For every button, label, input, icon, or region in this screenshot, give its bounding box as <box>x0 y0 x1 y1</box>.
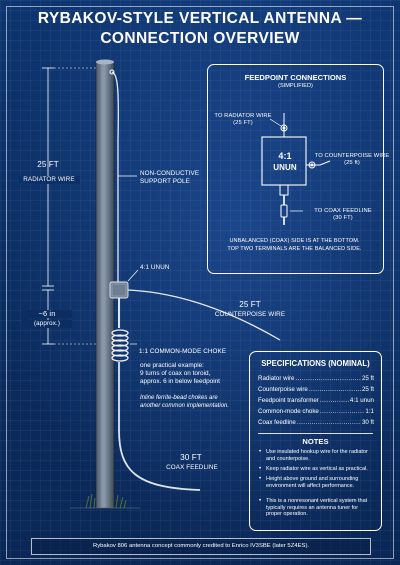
coax-feedline <box>118 362 201 491</box>
feedpoint-inset-drawing <box>261 113 331 225</box>
feedline-length-label: 30 ft <box>180 453 202 462</box>
to-counterpoise-label: TO COUNTERPOISE WIRE (25 ft) <box>314 153 390 166</box>
feedpoint-title: FEEDPOINT CONNECTIONS <box>244 73 347 82</box>
specs-title: SPECIFICATIONS (NOMINAL) <box>261 359 370 368</box>
unun-word-label: UNUN <box>273 163 297 172</box>
note-4: This is a nonresonant vertical system th… <box>266 498 368 518</box>
choke-example-text: one practical example: 9 turns of coax o… <box>140 362 220 385</box>
choke-label: 1:1 COMMON-MODE CHOKE <box>139 348 227 355</box>
bullet: • <box>259 449 262 455</box>
note-3: Height above ground and surrounding envi… <box>266 476 359 489</box>
bullet: • <box>259 498 262 504</box>
grass-tuft <box>85 493 127 509</box>
spec-row: Counterpoise wire25 ft <box>258 386 374 393</box>
to-radiator-label: TO RADIATOR WIRE (25 ft) <box>214 113 272 126</box>
counterpoise-wire-label: COUNTERPOISE WIRE <box>214 311 286 318</box>
spec-row: Feedpoint transformer4:1 unun <box>258 397 374 404</box>
feedpoint-connections-panel: FEEDPOINT CONNECTIONS (SIMPLIFIED) TO RA… <box>207 64 389 274</box>
feedpoint-note: UNBALANCED (COAX) SIDE IS AT THE BOTTOM.… <box>227 238 362 252</box>
feedpoint-subtitle: (SIMPLIFIED) <box>278 83 313 89</box>
support-pole <box>95 59 115 509</box>
spec-row: Radiator wire25 ft <box>258 375 374 382</box>
to-coax-label: TO COAX FEEDLINE (30 ft) <box>314 208 372 221</box>
spec-row: Common-mode choke1:1 <box>258 408 374 415</box>
unun-label: 4:1 UNUN <box>140 264 170 271</box>
divider <box>258 433 373 434</box>
title-line-1: RYBAKOV-STYLE VERTICAL ANTENNA — <box>37 10 363 27</box>
note-1: Use insulated hookup wire for the radiat… <box>266 449 368 462</box>
unun-box <box>109 281 129 299</box>
radiator-length-label: 25 ft <box>37 160 59 169</box>
feedline-label: COAX FEEDLINE <box>166 464 218 471</box>
support-pole-label: NON-CONDUCTIVE SUPPORT POLE <box>140 170 200 185</box>
choke-alternative-text: Inline ferrite-bead chokes are another c… <box>140 395 230 409</box>
counterpoise-wire <box>127 289 281 341</box>
unun-ratio-label: 4:1 <box>278 151 292 161</box>
specifications-panel: SPECIFICATIONS (NOMINAL) Radiator wire25… <box>249 351 382 531</box>
notes-title: NOTES <box>302 437 329 446</box>
choke-coil <box>111 329 129 362</box>
choke-gap-label: ~6 in <box>22 310 72 318</box>
note-2: Keep radiator wire as vertical as practi… <box>266 466 368 472</box>
counterpoise-length-label: 25 ft <box>239 300 261 309</box>
bullet: • <box>259 476 262 482</box>
spec-row: Coax feedline30 ft <box>258 419 374 426</box>
choke-gap-note: (approx.) <box>22 320 72 328</box>
page-frame <box>6 6 394 559</box>
bullet: • <box>259 466 262 472</box>
title-line-2: CONNECTION OVERVIEW <box>100 30 300 47</box>
leader-lines <box>118 175 139 345</box>
radiator-wire-label: RADIATOR WIRE <box>18 176 80 184</box>
footer-credit: Rybakov 806 antenna concept commonly cre… <box>31 538 371 555</box>
